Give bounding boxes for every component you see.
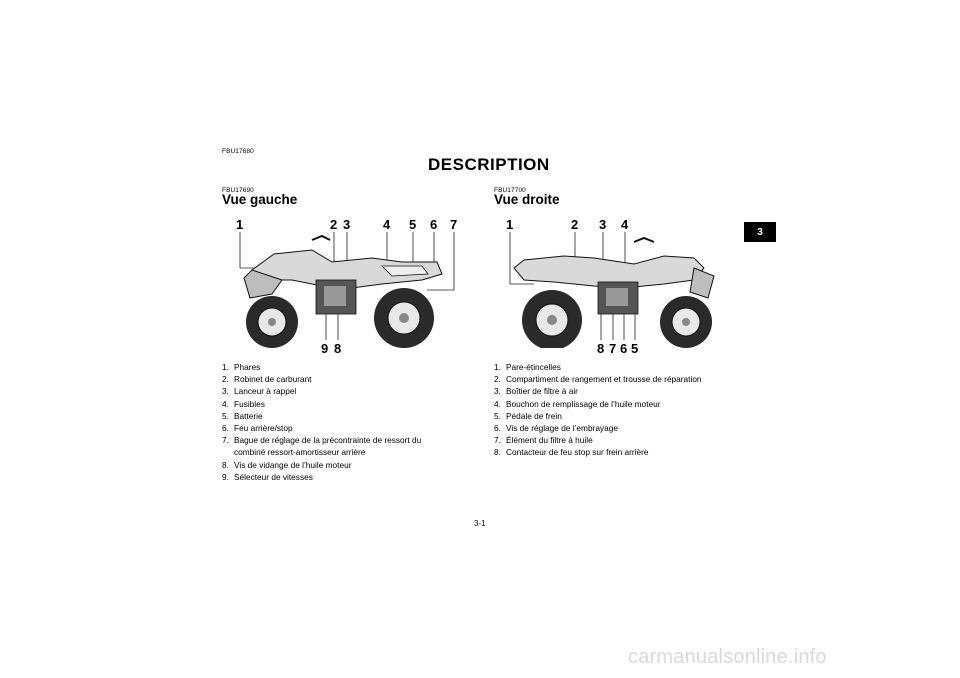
legend-item: 5.Batterie: [222, 410, 263, 421]
callout-9: 9: [321, 341, 329, 356]
callout-3: 3: [343, 217, 351, 232]
page-number: 3-1: [474, 519, 486, 528]
callout-7: 7: [450, 217, 458, 232]
legend-item: 2.Robinet de carburant: [222, 374, 312, 385]
callout-1: 1: [236, 217, 244, 232]
legend-item: 1.Pare-étincelles: [494, 362, 561, 372]
legend-item: 2.Compartiment de rangement et trousse d…: [494, 374, 702, 385]
callout-8: 8: [334, 341, 342, 356]
left-legend-list: 1.Phares 2.Robinet de carburant 3.Lanceu…: [222, 361, 452, 483]
watermark: carmanualsonline.info: [628, 646, 827, 668]
page-title: DESCRIPTION: [428, 155, 550, 174]
legend-item: 4.Fusibles: [222, 398, 265, 409]
front-wheel-right: [660, 296, 712, 348]
legend-item: 5.Pédale de frein: [494, 410, 562, 421]
left-section-title: Vue gauche: [222, 192, 298, 207]
callout-3: 3: [599, 217, 607, 232]
section-code: FBU17680: [222, 148, 254, 155]
callout-8: 8: [597, 341, 605, 356]
rear-wheel-left: [374, 288, 434, 348]
callout-2: 2: [571, 217, 579, 232]
callout-5: 5: [631, 341, 639, 356]
legend-item: 8.Contacteur de feu stop sur frein arriè…: [494, 447, 649, 458]
legend-item: 3.Lanceur à rappel: [222, 386, 297, 397]
callout-6: 6: [430, 217, 438, 232]
callout-1: 1: [506, 217, 514, 232]
legend-item: 6.Vis de réglage de l’embrayage: [494, 423, 618, 434]
legend-item: 3.Boîtier de filtre à air: [494, 386, 578, 397]
legend-item: 1.Phares: [222, 362, 261, 372]
callout-2: 2: [330, 217, 338, 232]
atv-right-view-illustration: [509, 232, 715, 348]
callout-4: 4: [621, 217, 629, 232]
legend-item: 8.Vis de vidange de l’huile moteur: [222, 459, 352, 470]
callout-4: 4: [383, 217, 391, 232]
legend-item: 6.Feu arrière/stop: [222, 423, 293, 434]
callout-7: 7: [609, 341, 617, 356]
callout-5: 5: [409, 217, 417, 232]
front-wheel-left: [246, 296, 298, 348]
legend-item: 4.Bouchon de remplissage de l’huile mote…: [494, 398, 661, 409]
callout-6: 6: [620, 341, 628, 356]
atv-left-view-illustration: [239, 232, 455, 348]
chapter-tab: 3: [744, 222, 776, 242]
right-legend-list: 1.Pare-étincelles 2.Compartiment de rang…: [494, 361, 734, 459]
legend-item: 7.Bague de réglage de la précontrainte d…: [222, 435, 422, 458]
right-section-title: Vue droite: [494, 192, 560, 207]
right-section-code: FBU17700: [494, 187, 526, 194]
left-section-code: FBU17690: [222, 187, 254, 194]
rear-wheel-right: [522, 290, 582, 348]
legend-item: 7.Élément du filtre à huile: [494, 435, 593, 446]
legend-item: 9.Sélecteur de vitesses: [222, 471, 313, 482]
